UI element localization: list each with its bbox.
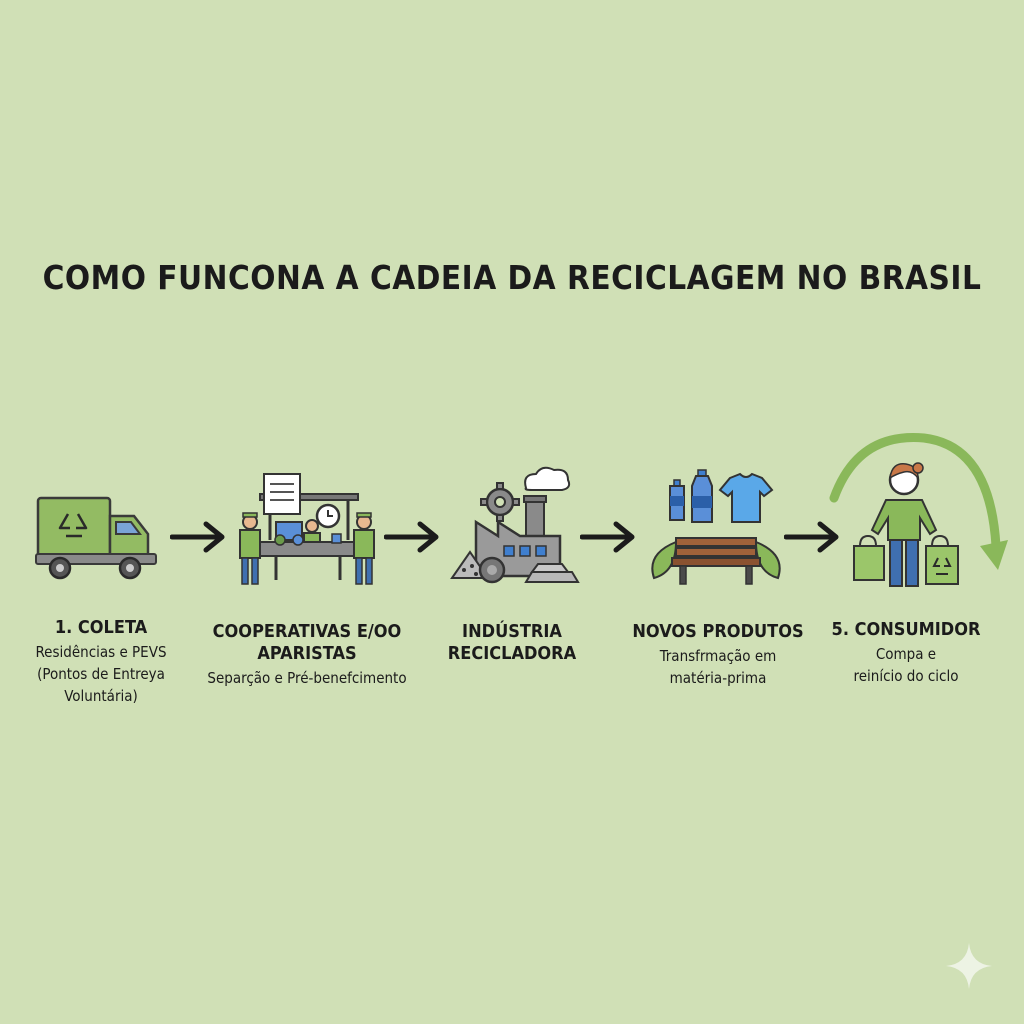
step-novos-produtos: NOVOS PRODUTOS Transfrmação em matéria-p… xyxy=(620,621,816,689)
arrow-right-icon xyxy=(784,521,839,553)
arrow-right-icon xyxy=(580,521,635,553)
arrow-right-icon xyxy=(384,521,439,553)
step-description: Compa e reinício do ciclo xyxy=(853,645,959,685)
new-products-icon xyxy=(651,469,781,585)
step-title: NOVOS PRODUTOS xyxy=(632,621,804,642)
arrow-right-icon xyxy=(170,521,225,553)
step-title: INDÚSTRIA RECICLADORA xyxy=(447,621,577,664)
step-cooperativas: COOPERATIVAS E/OO APARISTAS Separção e P… xyxy=(196,621,418,689)
page-title: COMO FUNCONA A CADEIA DA RECICLAGEM NO B… xyxy=(42,258,982,297)
step-industria: INDÚSTRIA RECICLADORA xyxy=(432,621,592,667)
step-description: Separção e Pré-benefcimento xyxy=(207,669,407,687)
sparkle-icon xyxy=(946,943,992,989)
recycling-truck-icon xyxy=(35,496,157,580)
factory-icon xyxy=(450,466,580,584)
consumer-icon xyxy=(829,433,1008,587)
step-consumidor: 5. CONSUMIDOR Compa e reinício do ciclo xyxy=(818,619,994,687)
step-title: 5. CONSUMIDOR xyxy=(831,619,981,640)
step-description: Transfrmação em matéria-prima xyxy=(659,647,777,687)
step-description: Residências e PEVS (Pontos de Entreya Vo… xyxy=(35,643,167,705)
step-coleta: 1. COLETA Residências e PEVS (Pontos de … xyxy=(16,617,186,707)
step-title: 1. COLETA xyxy=(54,617,148,638)
sorting-workers-icon xyxy=(239,473,375,585)
step-title: COOPERATIVAS E/OO APARISTAS xyxy=(212,621,402,664)
